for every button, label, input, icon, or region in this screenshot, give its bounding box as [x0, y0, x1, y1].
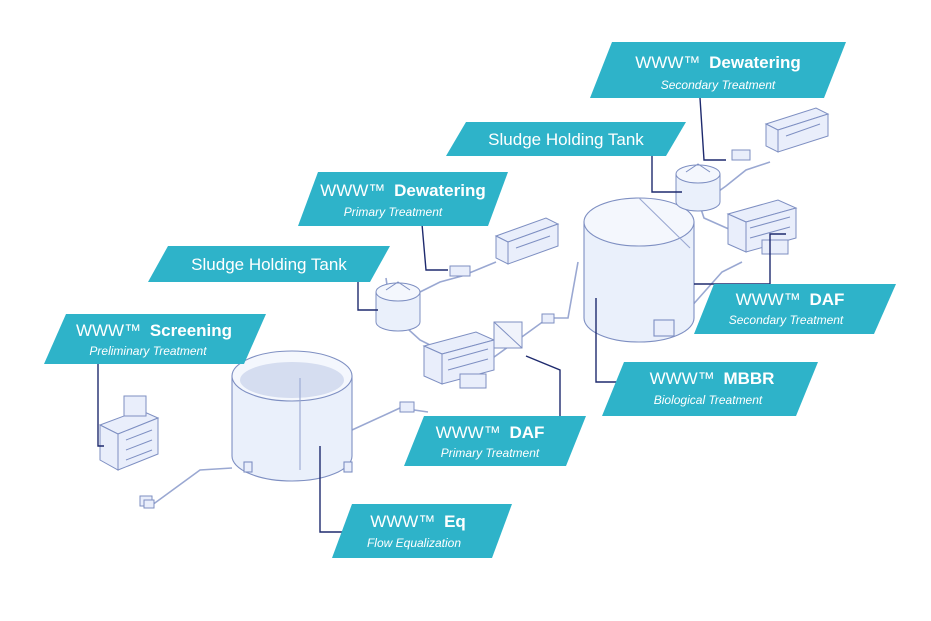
label-brand: WWW™ [650, 369, 715, 388]
label-brand: WWW™ [76, 321, 141, 340]
label-mbbr: WWW™ MBBR Biological Treatment [602, 362, 818, 416]
svg-text:WWW™ Eq: WWW™ Eq [370, 512, 466, 531]
label-name: Eq [444, 512, 466, 531]
label-name: DAF [809, 290, 844, 309]
label-sludge-tank-2: Sludge Holding Tank [446, 122, 686, 156]
label-name: Screening [150, 321, 232, 340]
label-subtitle: Primary Treatment [441, 446, 540, 460]
svg-text:WWW™ Dewatering: WWW™ Dewatering [635, 53, 801, 72]
label-daf-primary: WWW™ DAF Primary Treatment [404, 416, 586, 466]
label-subtitle: Biological Treatment [654, 393, 763, 407]
svg-text:WWW™ DAF: WWW™ DAF [436, 423, 545, 442]
label-dewatering-secondary: WWW™ Dewatering Secondary Treatment [590, 42, 846, 98]
label-brand: WWW™ [370, 512, 435, 531]
daf-primary-unit [422, 321, 523, 389]
label-title: Sludge Holding Tank [488, 130, 644, 149]
dewatering-secondary-container [731, 107, 830, 161]
label-screening: WWW™ Screening Preliminary Treatment [44, 314, 266, 364]
label-title: Sludge Holding Tank [191, 255, 347, 274]
label-daf-secondary: WWW™ DAF Secondary Treatment [694, 284, 896, 334]
svg-text:WWW™ Screening: WWW™ Screening [76, 321, 232, 340]
label-brand: WWW™ [320, 181, 385, 200]
svg-text:WWW™ DAF: WWW™ DAF [736, 290, 845, 309]
mbbr-tank [583, 197, 695, 343]
label-sludge-tank-1: Sludge Holding Tank [148, 246, 390, 282]
label-brand: WWW™ [436, 423, 501, 442]
label-name: Dewatering [394, 181, 486, 200]
label-subtitle: Secondary Treatment [661, 78, 776, 92]
daf-secondary-unit [726, 199, 798, 255]
label-name: MBBR [723, 369, 774, 388]
label-eq: WWW™ Eq Flow Equalization [332, 504, 512, 558]
label-subtitle: Flow Equalization [367, 536, 461, 550]
svg-text:WWW™ MBBR: WWW™ MBBR [650, 369, 775, 388]
label-name: Dewatering [709, 53, 801, 72]
dewatering-primary-container [449, 217, 560, 277]
label-dewatering-primary: WWW™ Dewatering Primary Treatment [298, 172, 508, 226]
label-brand: WWW™ [635, 53, 700, 72]
label-subtitle: Preliminary Treatment [89, 344, 207, 358]
eq-tank [231, 350, 353, 482]
sludge-tank-1 [375, 281, 421, 332]
leader-lines [97, 97, 786, 533]
pumps [143, 313, 555, 509]
sludge-tank-2 [675, 163, 721, 212]
screening-unit [98, 395, 160, 507]
svg-text:WWW™ Dewatering: WWW™ Dewatering [320, 181, 486, 200]
label-subtitle: Primary Treatment [344, 205, 443, 219]
label-brand: WWW™ [736, 290, 801, 309]
label-name: DAF [509, 423, 544, 442]
label-subtitle: Secondary Treatment [729, 313, 844, 327]
